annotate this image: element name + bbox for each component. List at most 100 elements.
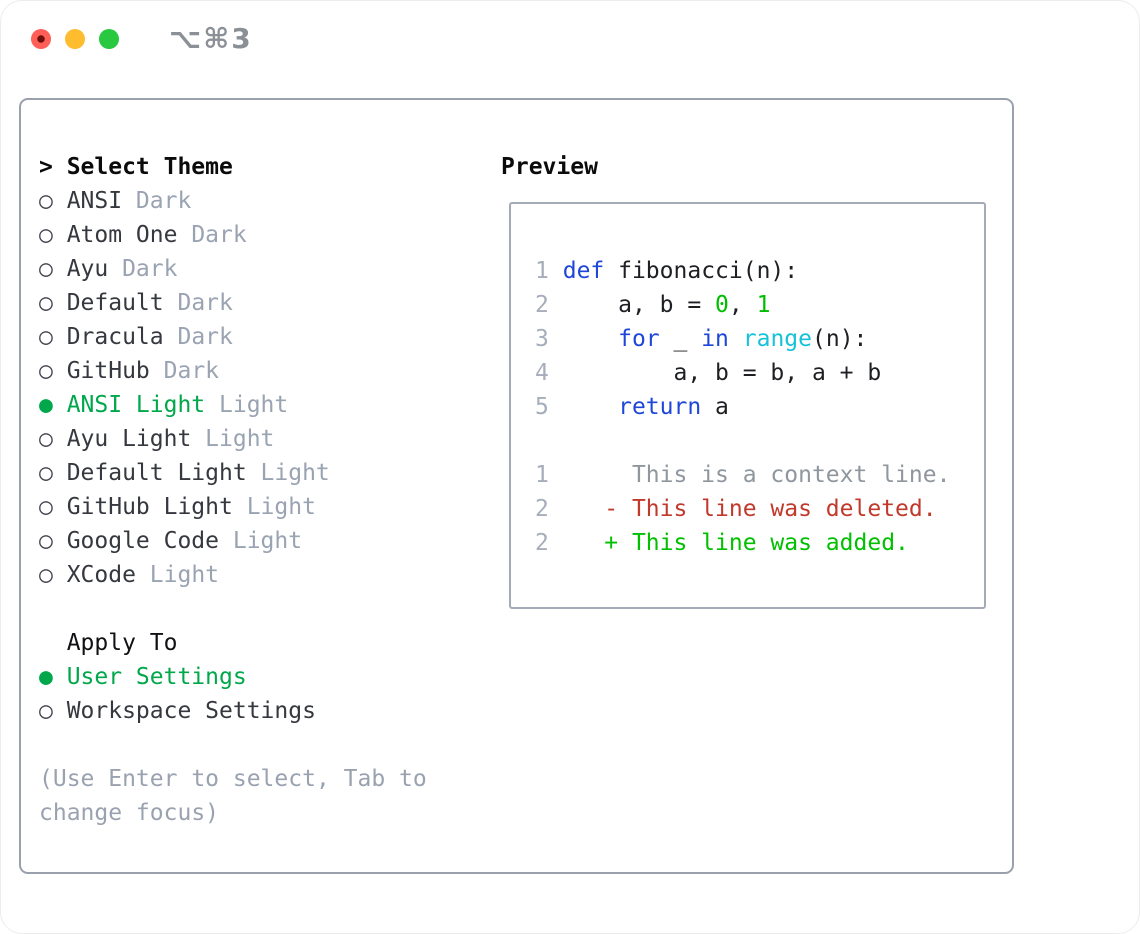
radio-icon: ○ [39, 494, 53, 520]
theme-option-ayu-light[interactable]: ○ Ayu Light Light [39, 422, 501, 456]
apply-to-header: Apply To [66, 630, 178, 656]
code-token: (n): [812, 326, 868, 352]
theme-variant: Dark [191, 222, 247, 248]
code-line: 5 return a [535, 390, 984, 424]
theme-option-github[interactable]: ○ GitHub Dark [39, 354, 501, 388]
code-token: return [618, 394, 702, 420]
line-number: 2 [535, 292, 549, 318]
theme-variant: Light [260, 460, 330, 486]
theme-name: ANSI Light [66, 392, 206, 418]
theme-name: Default [66, 290, 164, 316]
radio-icon: ○ [39, 426, 53, 452]
apply-option-label: User Settings [66, 664, 247, 690]
code-token [729, 326, 743, 352]
theme-variant: Dark [122, 256, 178, 282]
radio-icon: ○ [39, 460, 53, 486]
line-number: 5 [535, 394, 549, 420]
radio-selected-icon: ● [39, 664, 53, 690]
theme-option-github-light[interactable]: ○ GitHub Light Light [39, 490, 501, 524]
help-text-line-1: (Use Enter to select, Tab to [39, 766, 427, 792]
minimize-button[interactable] [65, 28, 85, 49]
theme-variant: Light [219, 392, 289, 418]
theme-option-atom-one[interactable]: ○ Atom One Dark [39, 218, 501, 252]
help-text-line-2: change focus) [39, 800, 220, 826]
code-line: 3 for _ in range(n): [535, 322, 984, 356]
line-number: 1 [535, 258, 549, 284]
theme-variant: Light [205, 426, 275, 452]
line-number: 4 [535, 360, 549, 386]
code-line: 1 This is a context line. [535, 458, 984, 492]
zoom-button[interactable] [99, 28, 119, 49]
theme-name: XCode [66, 562, 136, 588]
code-token: a [701, 394, 729, 420]
code-token: - This line was deleted. [548, 496, 937, 522]
theme-variant: Dark [163, 358, 220, 384]
theme-variant: Dark [177, 290, 233, 316]
code-token: range [742, 326, 813, 352]
prompt-caret-icon: > [39, 154, 53, 180]
theme-option-ansi-light[interactable]: ● ANSI Light Light [39, 388, 501, 422]
close-button[interactable] [31, 28, 51, 49]
preview-header: Preview [501, 154, 598, 180]
radio-icon: ○ [39, 358, 53, 384]
apply-to-list: ● User Settings ○ Workspace Settings [39, 660, 501, 728]
theme-variant: Light [149, 562, 220, 588]
theme-name: ANSI [66, 188, 123, 214]
code-line: 1 def fibonacci(n): [535, 254, 984, 288]
code-line [535, 424, 984, 458]
line-number: 2 [535, 530, 549, 556]
spacer [39, 728, 501, 762]
code-token: + This line was added. [548, 530, 909, 556]
select-theme-header: >Select Theme [39, 150, 501, 184]
code-token [549, 326, 618, 352]
code-line: 2 a, b = 0, 1 [535, 288, 984, 322]
theme-name: GitHub [66, 358, 150, 384]
window-title: ⌥⌘3 [169, 22, 253, 55]
theme-name: Default Light [66, 460, 247, 486]
radio-icon: ○ [39, 324, 53, 350]
radio-icon: ○ [39, 562, 53, 588]
radio-selected-icon: ● [39, 392, 53, 418]
radio-icon: ○ [39, 256, 53, 282]
theme-name: Atom One [66, 222, 178, 248]
code-token: , [728, 292, 757, 318]
radio-icon: ○ [39, 188, 53, 214]
theme-name: Google Code [66, 528, 220, 554]
titlebar: ⌥⌘3 [1, 1, 1139, 98]
theme-option-ayu[interactable]: ○ Ayu Dark [39, 252, 501, 286]
theme-variant: Light [232, 528, 303, 554]
code-token [549, 394, 618, 420]
theme-name: Ayu Light [66, 426, 192, 452]
code-token: for [618, 326, 660, 352]
code-line: 2 + This line was added. [535, 526, 984, 560]
line-number: 1 [535, 462, 549, 488]
code-token: def [562, 258, 605, 284]
theme-name: Ayu [66, 256, 109, 282]
code-token: 0 [715, 292, 729, 318]
code-line: 2 - This line was deleted. [535, 492, 984, 526]
apply-option-label: Workspace Settings [66, 698, 316, 724]
line-number: 3 [535, 326, 549, 352]
line-number: 2 [535, 496, 549, 522]
radio-icon: ○ [39, 698, 53, 724]
theme-name: GitHub Light [66, 494, 233, 520]
code-line: 4 a, b = b, a + b [535, 356, 984, 390]
theme-option-xcode[interactable]: ○ XCode Light [39, 558, 501, 592]
theme-option-default-light[interactable]: ○ Default Light Light [39, 456, 501, 490]
apply-option-user-settings[interactable]: ● User Settings [39, 660, 501, 694]
apply-option-workspace-settings[interactable]: ○ Workspace Settings [39, 694, 501, 728]
theme-variant: Light [246, 494, 316, 520]
code-token: a, b = [548, 292, 716, 318]
preview-panel: Preview 1 def fibonacci(n):2 a, b = 0, 1… [501, 150, 988, 872]
spacer [39, 592, 501, 626]
radio-icon: ○ [39, 222, 53, 248]
